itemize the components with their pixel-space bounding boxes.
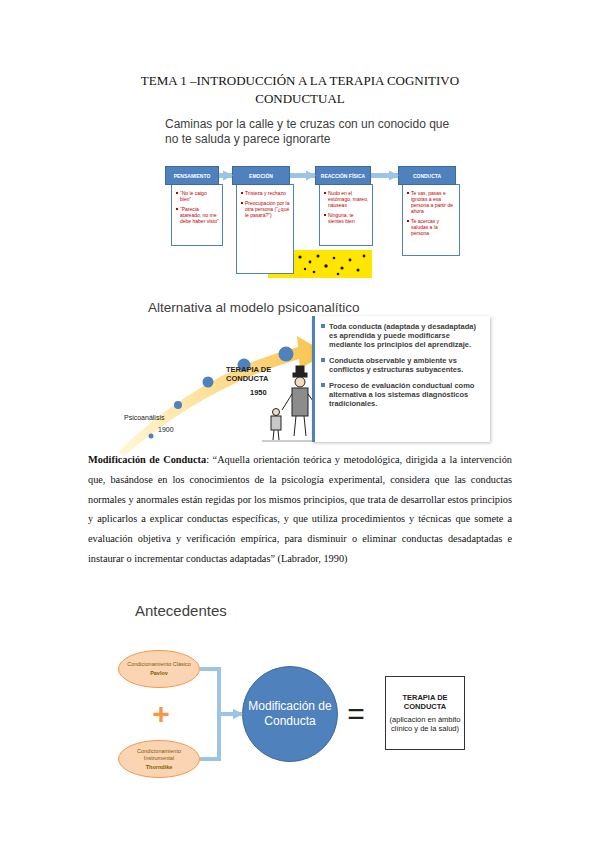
node-text: PENSAMIENTO xyxy=(174,173,211,179)
node-text: Toda conducta (adaptada y desadaptada) e… xyxy=(321,322,484,349)
picture-dot xyxy=(349,259,352,262)
coat xyxy=(292,388,308,416)
node-text: Preocupación por la otra persona (“¿qué … xyxy=(240,200,290,218)
definition-text: : “Aquella orientación teórica y metodol… xyxy=(88,454,512,564)
bullet-box: Toda conducta (adaptada y desadaptada) e… xyxy=(312,316,490,442)
leg xyxy=(294,416,296,436)
timeline-band xyxy=(118,336,326,456)
node-text: Condicionamiento Instrumental xyxy=(124,748,194,762)
picture-dot xyxy=(304,268,306,270)
node-text: Nudo en el estómago, mareo, náuseas xyxy=(323,190,369,208)
outline-shape xyxy=(119,651,200,688)
picture-dot xyxy=(313,271,316,274)
timeline-dot xyxy=(203,377,214,388)
flow-body: Nudo en el estómago, mareo, náuseasNingu… xyxy=(319,184,373,246)
node-text: Condicionamiento Clásico xyxy=(127,661,191,668)
node-text: Proceso de evaluación conductual como al… xyxy=(321,381,484,408)
node-text: Ninguna, te sientes bien xyxy=(323,212,369,224)
flow-header: REACCIÓN FÍSICA xyxy=(315,166,371,185)
picture-dot xyxy=(340,266,343,269)
page-title: TEMA 1 –INTRODUCCIÓN A LA TERAPIA COGNIT… xyxy=(100,72,500,108)
node-text: Thorndike xyxy=(146,764,173,771)
picture-dot xyxy=(309,261,312,264)
node-text: Modificación de Conducta xyxy=(248,699,332,729)
plus-sign: + xyxy=(146,699,176,729)
head xyxy=(273,409,280,416)
leg xyxy=(304,416,306,436)
timeline-dot xyxy=(149,434,154,439)
head xyxy=(295,377,305,387)
flow-body: Te vas, pasas e ignoras a esa persona a … xyxy=(402,184,460,256)
picture-dot xyxy=(317,255,320,258)
node-text: Pavlov xyxy=(150,670,168,677)
flow-header: PENSAMIENTO xyxy=(165,166,219,185)
slide-heading: Alternativa al modelo psicoanalítico xyxy=(148,300,448,317)
defined-term: Modificación de Conducta xyxy=(88,454,206,465)
body xyxy=(271,416,281,430)
node-text: TERAPIA DE CONDUCTA xyxy=(389,693,461,712)
circle-node: Modificación de Conducta xyxy=(242,666,338,762)
hat xyxy=(296,366,304,374)
text-holder: Modificación de Conducta xyxy=(248,699,332,729)
timeline-dot xyxy=(279,347,294,362)
picture-dot xyxy=(357,269,360,272)
equals-sign: = xyxy=(341,699,371,729)
shape-outline xyxy=(118,650,200,688)
outline-shape xyxy=(119,741,200,778)
outline-shape xyxy=(243,667,338,762)
timeline-label: Psicoanálisis xyxy=(124,414,184,422)
node-text: REACCIÓN FÍSICA xyxy=(321,173,365,179)
flow-arrow xyxy=(290,173,315,178)
timeline-label: TERAPIA DE CONDUCTA xyxy=(226,366,282,383)
leg xyxy=(273,430,274,440)
flow-body: “No le caigo bien” “Parecía atareado, no … xyxy=(171,184,223,246)
text-holder: Condicionamiento InstrumentalThorndike xyxy=(124,748,194,771)
text-holder: Condicionamiento ClásicoPavlov xyxy=(124,661,194,677)
node-text: CONDUCTA xyxy=(413,173,441,179)
timeline-dot xyxy=(174,401,182,409)
node-text: Conducta observable y ambiente vs confli… xyxy=(321,356,484,374)
node-text: “Parecía atareado, no me debe haber vist… xyxy=(175,206,219,224)
flow-arrow xyxy=(371,173,398,178)
node-text: EMOCIÓN xyxy=(249,173,273,179)
node-text: (aplicación en ámbito clínico y de la sa… xyxy=(389,715,461,734)
result-box: TERAPIA DE CONDUCTA (aplicación en ámbito… xyxy=(385,676,465,750)
node-text: “No le caigo bien” xyxy=(175,190,219,202)
picture-dot xyxy=(333,257,336,260)
leg xyxy=(278,430,279,440)
picture-dot xyxy=(363,255,366,258)
flow-arrow xyxy=(200,714,242,759)
oval-box: Condicionamiento InstrumentalThorndike xyxy=(118,740,200,778)
timeline-year: 1900 xyxy=(158,426,188,434)
text-holder: TERAPIA DE CONDUCTA (aplicación en ámbito… xyxy=(389,693,461,734)
slide-heading: Caminas por la calle y te cruzas con un … xyxy=(165,117,450,147)
flow-arrow xyxy=(200,669,242,714)
picture-dot xyxy=(298,255,301,258)
flow-body: Tristeza y rechazoPreocupación por la ot… xyxy=(236,184,294,274)
node-text: Tristeza y rechazo xyxy=(240,190,290,196)
timeline-year: 1950 xyxy=(250,389,280,398)
slide-heading: Antecedentes xyxy=(135,602,335,621)
picture-dot xyxy=(324,264,327,267)
definition-paragraph: Modificación de Conducta: “Aquella orien… xyxy=(88,450,512,569)
node-text: Te vas, pasas e ignoras a esa persona a … xyxy=(406,190,456,214)
node-text: Te acercas y saludas a la persona xyxy=(406,218,456,236)
flow-header: EMOCIÓN xyxy=(232,166,290,185)
flow-header: CONDUCTA xyxy=(398,166,456,185)
flow-arrow xyxy=(219,173,232,178)
oval-box: Condicionamiento ClásicoPavlov xyxy=(118,650,200,688)
picture-dot xyxy=(337,273,340,276)
arm xyxy=(282,394,292,410)
